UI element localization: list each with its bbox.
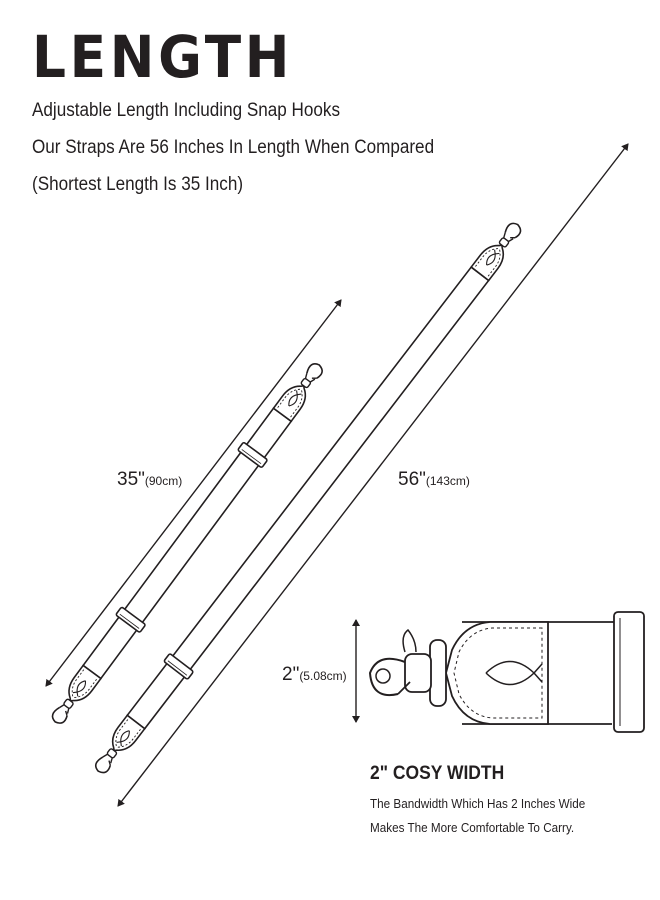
snap-hook-icon [368, 657, 406, 696]
width-feature-title: 2" COSY WIDTH [370, 763, 505, 784]
long-strap [92, 219, 525, 777]
length-label-35: 35"(90cm) [117, 469, 183, 490]
page-title: LENGTH [32, 23, 294, 91]
length-arrow-56 [117, 143, 629, 807]
width-feature-line-1: The Bandwidth Which Has 2 Inches Wide [370, 796, 586, 811]
short-strap [48, 360, 326, 727]
width-label-2: 2"(5.08cm) [282, 664, 347, 685]
width-feature-line-2: Makes The More Comfortable To Carry. [370, 820, 575, 835]
length-label-56: 56"(143cm) [398, 469, 470, 490]
fish-stitch-icon [485, 660, 543, 686]
strap-detail-closeup [368, 611, 645, 733]
description-line-1: Adjustable Length Including Snap Hooks [32, 100, 341, 121]
